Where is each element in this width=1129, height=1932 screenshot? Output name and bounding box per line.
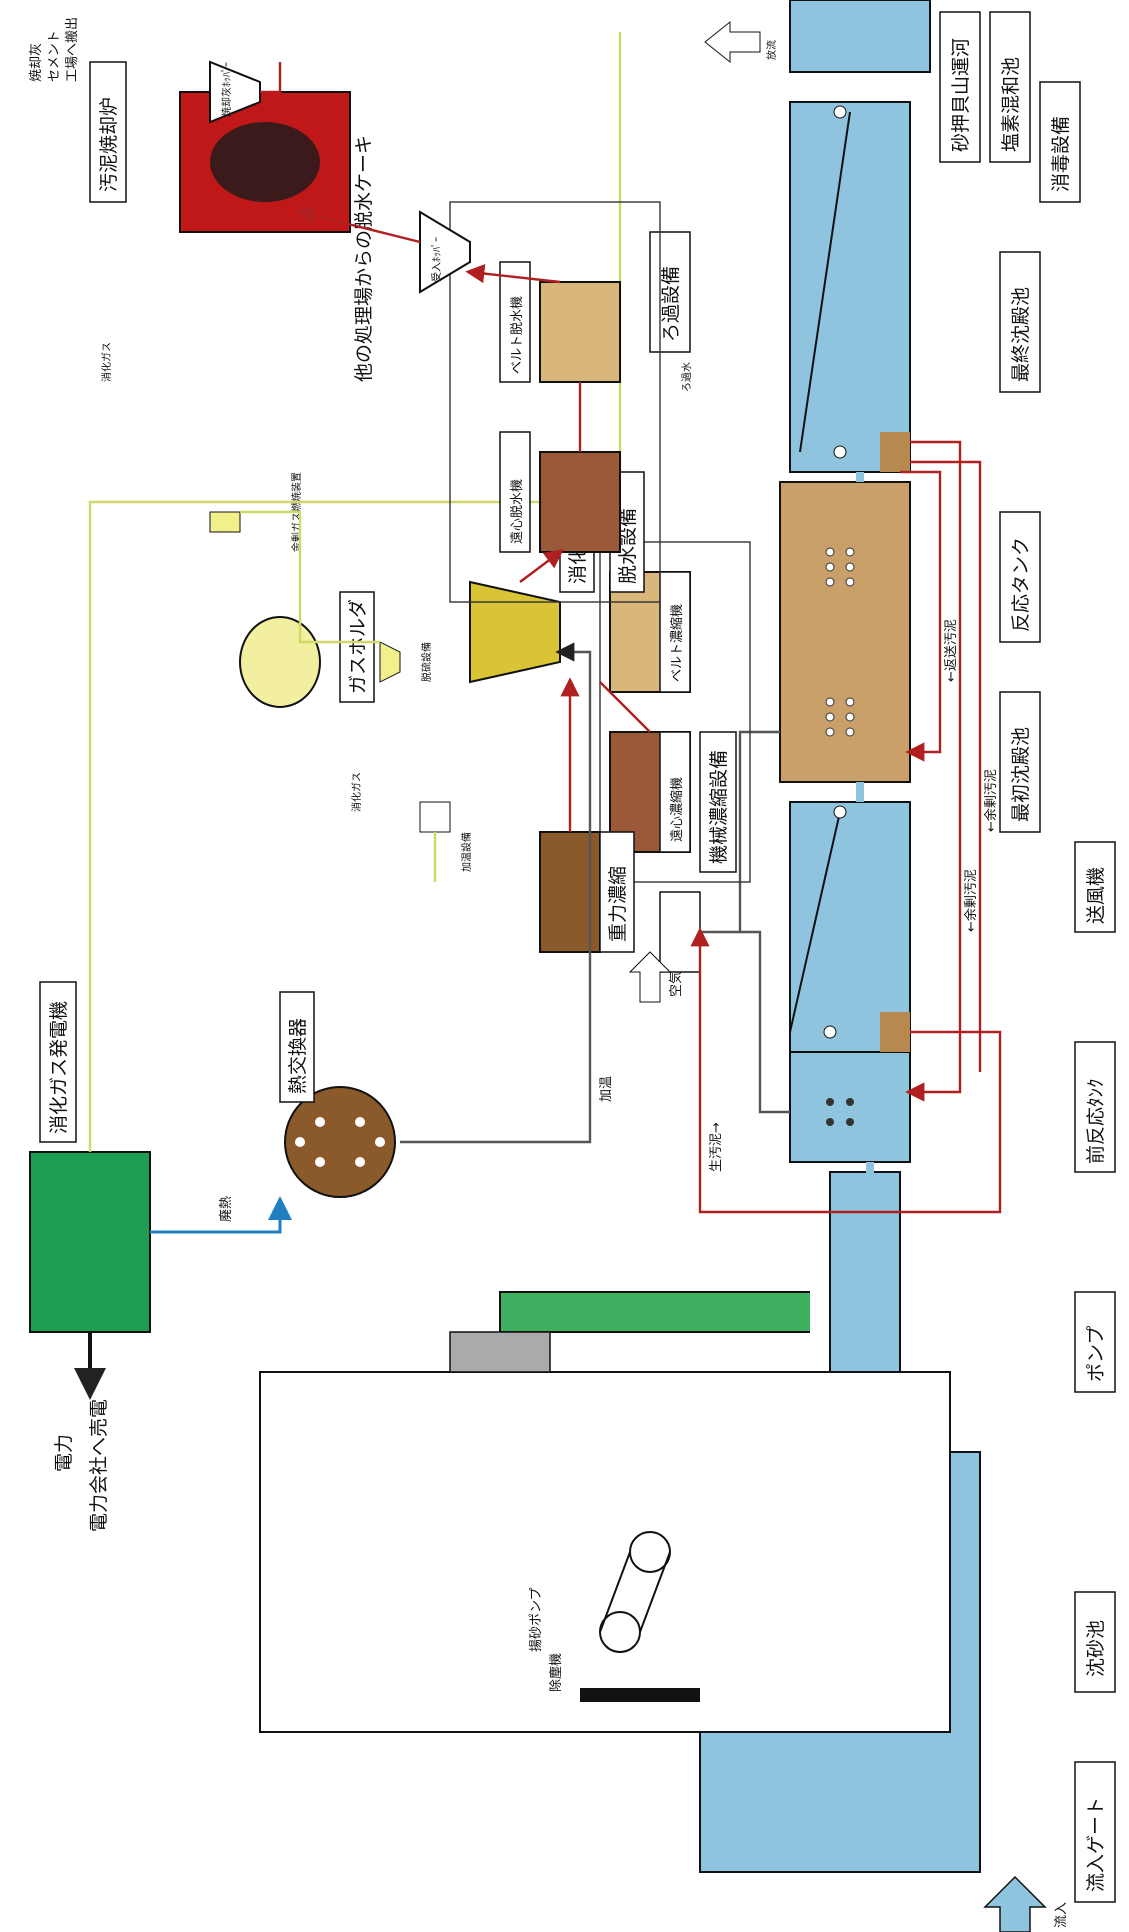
- receiving-hopper: 受入ﾎｯﾊﾟｰ: [419, 210, 471, 294]
- svg-text:放流: 放流: [765, 40, 778, 60]
- svg-text:塩素混和池: 塩素混和池: [1000, 57, 1022, 152]
- other-plants-cake-label: 他の処理場からの脱水ケーキ: [353, 135, 375, 382]
- svg-text:空気: 空気: [668, 971, 684, 997]
- svg-text:砂押貝山運河: 砂押貝山運河: [950, 38, 972, 152]
- svg-text:消毒設備: 消毒設備: [1050, 116, 1072, 192]
- dewatering-group: 脱水設備 遠心脱水機 ベルト脱水機: [449, 201, 661, 603]
- digestion-gas-label-1: 消化ガス: [350, 772, 363, 812]
- filtration-box: ろ過設備 ろ過水: [649, 231, 693, 392]
- receiving-hopper-label: 受入ﾎｯﾊﾟｰ: [431, 237, 443, 282]
- pump-building: [259, 1371, 951, 1733]
- heat-exchanger-label: 熱交換器: [287, 1018, 309, 1094]
- filtered-water-label: ろ過水: [681, 362, 693, 392]
- chlorine-mixing-box: 塩素混和池: [989, 11, 1031, 163]
- desulfurization: 脱硫設備: [379, 641, 433, 683]
- grit-pump-label: 揚砂ポンプ: [528, 1587, 544, 1652]
- digestion-gas-label-2: 消化ガス: [100, 342, 113, 382]
- grit-chamber-box: 沈砂池: [1074, 1591, 1116, 1693]
- air-arrow: [628, 951, 672, 1003]
- svg-text:沈砂池: 沈砂池: [1085, 1620, 1107, 1677]
- heating-equipment: 加温設備: [419, 801, 473, 872]
- gas-generator-label: 消化ガス発電機: [48, 1001, 70, 1134]
- main-pump: [449, 1171, 901, 1373]
- svg-text:最終沈殿池: 最終沈殿池: [1010, 287, 1032, 382]
- svg-text:ポンプ: ポンプ: [1085, 1326, 1107, 1382]
- desulfurization-label: 脱硫設備: [420, 642, 433, 682]
- inflow-label: 流入: [1054, 1902, 1069, 1928]
- raw-sludge-label: 生汚泥→: [709, 1122, 724, 1172]
- ash-hopper: 焼却灰ﾎｯﾊﾟｰ: [209, 60, 261, 124]
- inflow-gate-box: 流入ゲート: [1074, 1761, 1116, 1903]
- river-box: 砂押貝山運河: [939, 11, 981, 163]
- waste-heat-label: 廃熱: [218, 1196, 234, 1222]
- excess-sludge-label-1: ←余剰汚泥: [963, 869, 979, 932]
- power-label-1: 電力: [53, 1434, 75, 1472]
- gravity-thickening-label: 重力濃縮: [607, 866, 629, 942]
- mech-thickening-label: 機械濃縮設備: [708, 750, 730, 864]
- screen-device: [580, 1688, 700, 1702]
- svg-text:送風機: 送風機: [1085, 867, 1107, 924]
- blower-box: 送風機: [1074, 841, 1116, 933]
- centrifugal-thickener-label: 遠心濃縮機: [669, 777, 685, 842]
- gas-holder: ガスホルダ: [239, 591, 375, 708]
- ash-label-2: セメント: [47, 30, 62, 82]
- primary-settling-box: 最初沈殿池: [999, 691, 1041, 833]
- gravity-thickener: 重力濃縮: [539, 831, 635, 953]
- primary-settling-tank: [789, 801, 911, 1053]
- ash-label-1: 焼却灰: [29, 43, 44, 82]
- screen-label: 除塵機: [549, 1653, 564, 1692]
- incinerator: 汚泥焼却炉: [89, 61, 351, 233]
- excess-sludge-label-2: ←余剰汚泥: [983, 769, 999, 832]
- ash-label-3: 工場へ搬出: [65, 17, 80, 82]
- disinfection-box: 消毒設備: [1039, 81, 1081, 203]
- pre-reaction-tank-box: 前反応ﾀﾝｸ: [1074, 1041, 1116, 1173]
- svg-text:最初沈殿池: 最初沈殿池: [1010, 727, 1032, 822]
- inflow-arrow: 流入: [983, 1875, 1069, 1932]
- belt-thickener-label: ベルト濃縮機: [669, 604, 685, 682]
- gas-generator: 消化ガス発電機: [29, 981, 151, 1333]
- chlorine-mixing-tank: [789, 0, 931, 73]
- svg-text:前反応ﾀﾝｸ: 前反応ﾀﾝｸ: [1085, 1078, 1107, 1164]
- grit-chamber: [259, 1371, 981, 1873]
- heating-label: 加温: [599, 1076, 614, 1102]
- mech-thickening-group: 機械濃縮設備 遠心濃縮機 ベルト濃縮機: [599, 541, 751, 883]
- blower-icon: [659, 891, 701, 973]
- svg-text:ろ過設備: ろ過設備: [660, 266, 682, 342]
- pre-reaction-tank: [789, 1051, 911, 1163]
- ash-hopper-label: 焼却灰ﾎｯﾊﾟｰ: [220, 62, 233, 117]
- centrifugal-dewaterer-label: 遠心脱水機: [510, 479, 525, 544]
- gas-holder-label: ガスホルダ: [347, 599, 369, 694]
- pump-box: ポンプ: [1074, 1291, 1116, 1393]
- reaction-tank: [779, 481, 911, 783]
- air-box: 空気: [668, 971, 684, 997]
- final-settling-box: 最終沈殿池: [999, 251, 1041, 393]
- svg-text:反応タンク: 反応タンク: [1010, 537, 1032, 632]
- return-sludge-label: ←返送汚泥: [944, 619, 959, 682]
- power-label-2: 電力会社へ売電: [88, 1399, 110, 1532]
- final-settling-tank: [789, 101, 911, 473]
- svg-text:流入ゲート: 流入ゲート: [1085, 1797, 1107, 1892]
- dewatering-label: 脱水設備: [617, 508, 639, 584]
- reaction-tank-box: 反応タンク: [999, 511, 1041, 643]
- ash-output: 焼却灰 セメント 工場へ搬出: [29, 17, 80, 82]
- discharge-arrow: 放流: [704, 20, 778, 64]
- heat-exchanger: 熱交換器: [279, 991, 396, 1198]
- incinerator-label: 汚泥焼却炉: [98, 97, 120, 192]
- belt-dewaterer-label: ベルト脱水機: [510, 296, 525, 374]
- heating-equipment-label: 加温設備: [460, 832, 473, 872]
